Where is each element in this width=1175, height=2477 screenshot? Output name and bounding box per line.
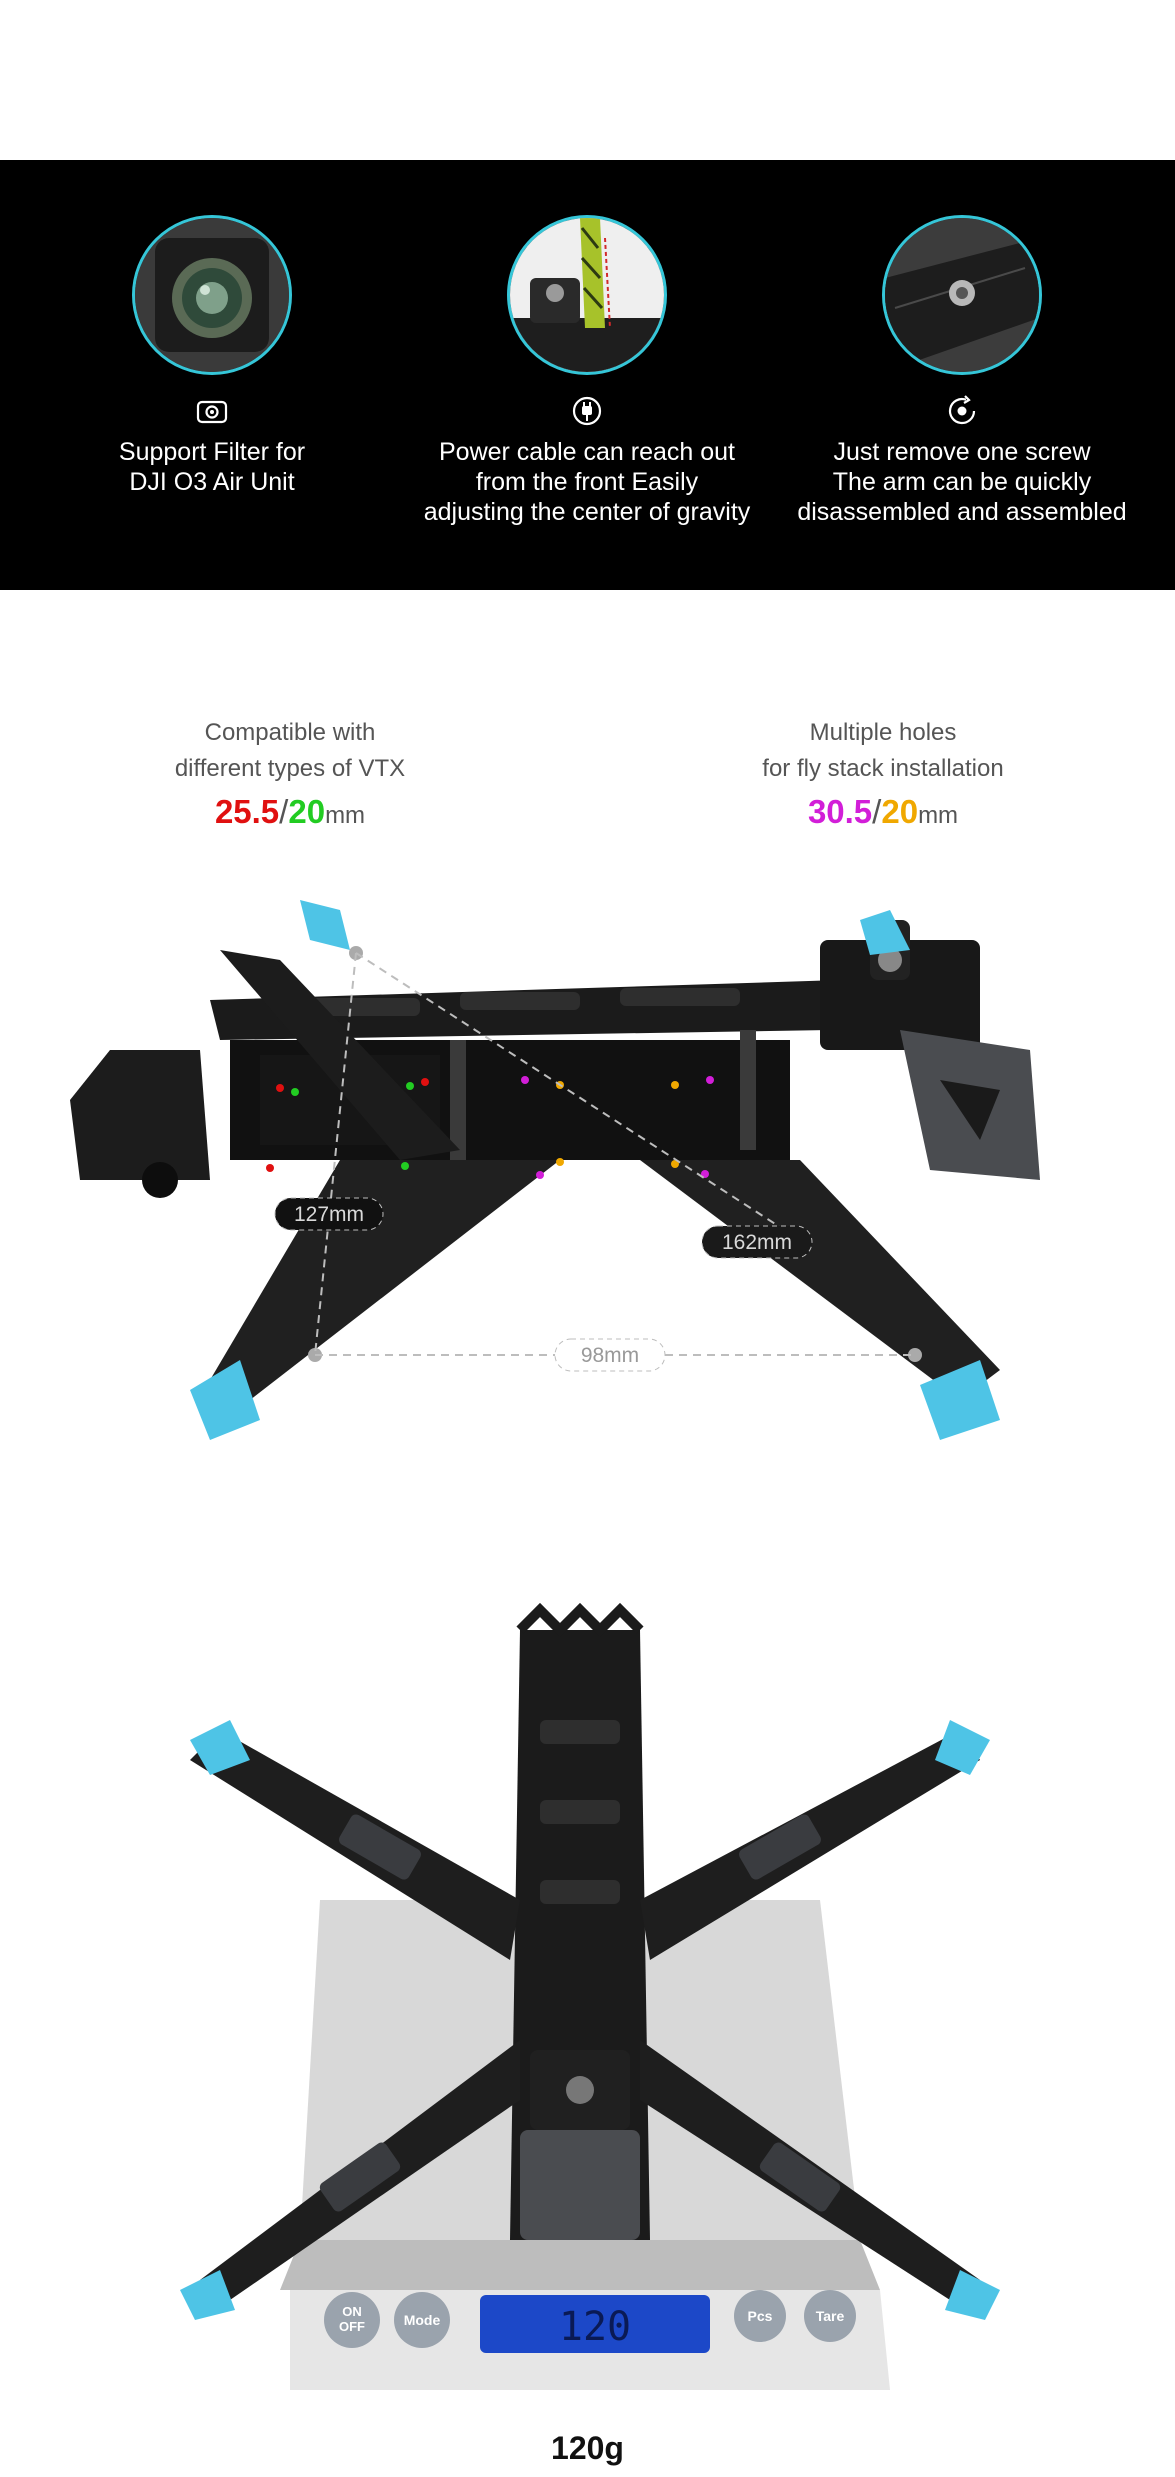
- stack-spec: Multiple holes for fly stack installatio…: [653, 715, 1113, 839]
- arm-screw-photo: [882, 215, 1042, 375]
- stack-spec-text: Multiple holes for fly stack installatio…: [762, 719, 1004, 782]
- stack-unit: mm: [918, 802, 959, 829]
- feature-band: Support Filter for DJI O3 Air Unit Power…: [0, 160, 1175, 590]
- weight-label: 120g: [551, 2430, 624, 2466]
- dimension-162-label: 162mm: [722, 1231, 792, 1254]
- dimension-98-label: 98mm: [581, 1344, 639, 1367]
- mode-label: Mode: [404, 2312, 441, 2328]
- vtx-spec-value: 25.5/20mm: [60, 789, 520, 839]
- dimension-127: 127mm: [274, 1197, 384, 1231]
- svg-text:ON: ON: [342, 2304, 362, 2319]
- vtx-value-sep: /: [279, 793, 289, 830]
- pcs-button: Pcs: [734, 2290, 786, 2342]
- vtx-spec: Compatible with different types of VTX 2…: [60, 715, 520, 839]
- dimension-162: 162mm: [701, 1225, 813, 1259]
- tare-button: Tare: [804, 2290, 856, 2342]
- stack-value-sep: /: [872, 793, 882, 830]
- stack-value-a: 30.5: [807, 793, 873, 830]
- power-cable-photo: [507, 215, 667, 375]
- camera-lens-icon: [196, 400, 228, 424]
- vtx-value-a: 25.5: [214, 793, 280, 830]
- feature-filter: Support Filter for DJI O3 Air Unit: [32, 215, 392, 497]
- vtx-unit: mm: [325, 802, 366, 829]
- on-off-button: ON OFF: [324, 2292, 380, 2348]
- vtx-value-b: 20: [288, 793, 326, 830]
- scale-display: 120: [559, 2304, 631, 2350]
- dimension-127-label: 127mm: [294, 1203, 364, 1226]
- stack-spec-value: 30.5/20mm: [653, 789, 1113, 839]
- feature-caption: Power cable can reach out from the front…: [423, 438, 751, 526]
- feature-caption: Just remove one screw The arm can be qui…: [797, 438, 1127, 526]
- svg-text:OFF: OFF: [339, 2319, 365, 2334]
- power-plug-icon: [572, 396, 602, 426]
- feature-arm-screw: Just remove one screw The arm can be qui…: [782, 215, 1142, 527]
- feature-power-cable: Power cable can reach out from the front…: [407, 215, 767, 527]
- mode-button: Mode: [394, 2292, 450, 2348]
- stack-value-b: 20: [881, 793, 919, 830]
- tare-label: Tare: [816, 2308, 845, 2324]
- frame-side-view: 127mm 162mm 98mm: [70, 900, 1040, 1440]
- pcs-label: Pcs: [748, 2308, 773, 2324]
- vtx-spec-text: Compatible with different types of VTX: [174, 719, 406, 782]
- frame-on-scale: 120 ON OFF Mode Pcs Tare: [180, 1602, 1000, 2390]
- dimension-98: 98mm: [554, 1338, 666, 1372]
- screw-rotate-icon: [948, 395, 976, 425]
- feature-caption: Support Filter for DJI O3 Air Unit: [118, 438, 306, 496]
- filter-lens-photo: [132, 215, 292, 375]
